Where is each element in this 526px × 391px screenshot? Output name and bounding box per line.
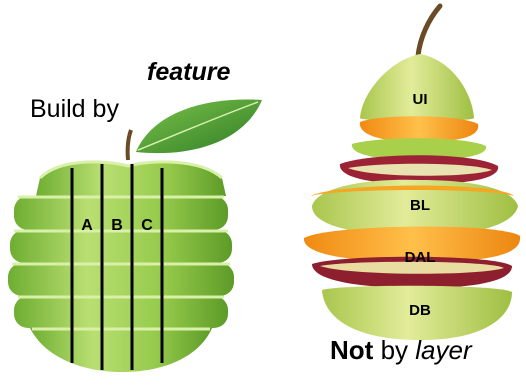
apple-slice xyxy=(8,263,234,296)
apple-slice-edge xyxy=(38,160,224,180)
apple-stem xyxy=(125,129,133,161)
feature-label-b: B xyxy=(111,217,123,234)
layer-label-bl: BL xyxy=(410,197,430,214)
layer-label-dal: DAL xyxy=(405,249,436,266)
caption-by: by xyxy=(380,335,409,365)
red-apple-slice-core xyxy=(320,261,504,274)
layer-label-ui: UI xyxy=(413,91,428,108)
caption-not: Not xyxy=(330,335,374,365)
feature-lines xyxy=(70,164,164,370)
layer-label-db: DB xyxy=(409,302,431,319)
apple: A B C xyxy=(8,99,262,372)
apple-slices xyxy=(8,160,234,372)
apple-slice xyxy=(10,230,232,263)
caption-not-by-layer: Not by layer xyxy=(330,335,472,366)
apple-slice xyxy=(14,296,228,328)
feature-label-c: C xyxy=(141,217,153,234)
feature-label-a: A xyxy=(81,217,93,234)
pear-slice xyxy=(351,138,487,160)
apple-slice xyxy=(30,328,212,372)
orange-rind xyxy=(310,185,514,196)
leaf-vein xyxy=(137,101,259,151)
pear-top-slice xyxy=(360,54,474,121)
apple-slice xyxy=(14,196,228,230)
pear-stem xyxy=(415,3,443,59)
pear: UI BL DAL DB xyxy=(303,3,521,340)
pear-bottom-slice xyxy=(322,285,512,340)
caption-build-by: Build by xyxy=(30,95,119,123)
orange-slice xyxy=(359,116,479,142)
orange-slice xyxy=(303,226,521,262)
pear-middle-slice xyxy=(312,179,518,236)
caption-layer: layer xyxy=(415,335,472,365)
caption-feature: feature xyxy=(147,58,231,86)
red-apple-slice-core xyxy=(348,163,492,176)
